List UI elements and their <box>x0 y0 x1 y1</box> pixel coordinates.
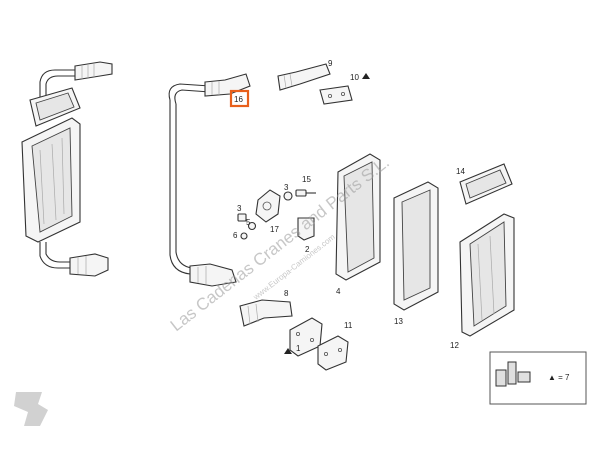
washer-part-5 <box>247 221 257 231</box>
label-8: 8 <box>284 289 289 298</box>
plate-part-11 <box>317 335 349 371</box>
highlighted-label-box <box>229 89 250 108</box>
nut-part-3 <box>237 213 247 222</box>
label-3-upper: 3 <box>284 183 289 192</box>
small-mirror-left <box>29 87 81 127</box>
bracket-part-17 <box>255 189 281 223</box>
label-14: 14 <box>456 167 465 176</box>
clamp-part-9 <box>277 63 331 91</box>
triangle-marker-10 <box>362 73 370 79</box>
company-logo <box>14 392 48 426</box>
part-labels: 16 9 10 15 3 3 5 6 17 2 4 13 14 12 8 1 1… <box>229 59 465 354</box>
lower-clamp-left <box>69 253 109 277</box>
bolt-part-15 <box>295 189 307 197</box>
label-9: 9 <box>328 59 333 68</box>
label-10: 10 <box>350 73 359 82</box>
label-4: 4 <box>336 287 341 296</box>
housing-part-12 <box>459 213 515 337</box>
plate-part-1 <box>289 317 323 357</box>
label-12: 12 <box>450 341 459 350</box>
legend-text: ▲ = 7 <box>548 373 570 382</box>
washer-part-3-upper <box>283 191 293 201</box>
triangle-marker-1 <box>284 348 292 354</box>
frame-part-13 <box>393 181 439 311</box>
bracket-part-2 <box>297 217 315 241</box>
label-11: 11 <box>344 321 353 330</box>
plate-part-10 <box>319 85 353 105</box>
label-13: 13 <box>394 317 403 326</box>
legend-part-icon <box>495 369 507 387</box>
label-15: 15 <box>302 175 311 184</box>
upper-clamp-left <box>74 61 113 81</box>
mirror-glass-part-4 <box>335 153 381 281</box>
arm-lower-clamp <box>189 263 237 287</box>
label-17: 17 <box>270 225 279 234</box>
label-2: 2 <box>305 245 310 254</box>
hardware-legend: ▲ = 7 <box>489 351 587 405</box>
label-16: 16 <box>234 95 243 104</box>
mirror-assembly-left <box>21 61 113 277</box>
arm-upper-clamp <box>204 73 251 97</box>
clamp-part-8 <box>239 299 293 327</box>
label-3-lower: 3 <box>237 204 242 213</box>
cover-part-14 <box>459 163 513 205</box>
label-6: 6 <box>233 231 238 240</box>
nut-part-6 <box>240 232 248 240</box>
label-5: 5 <box>246 218 251 227</box>
main-mirror-left <box>21 117 81 243</box>
label-1: 1 <box>296 344 301 353</box>
hardware-group <box>237 189 316 241</box>
